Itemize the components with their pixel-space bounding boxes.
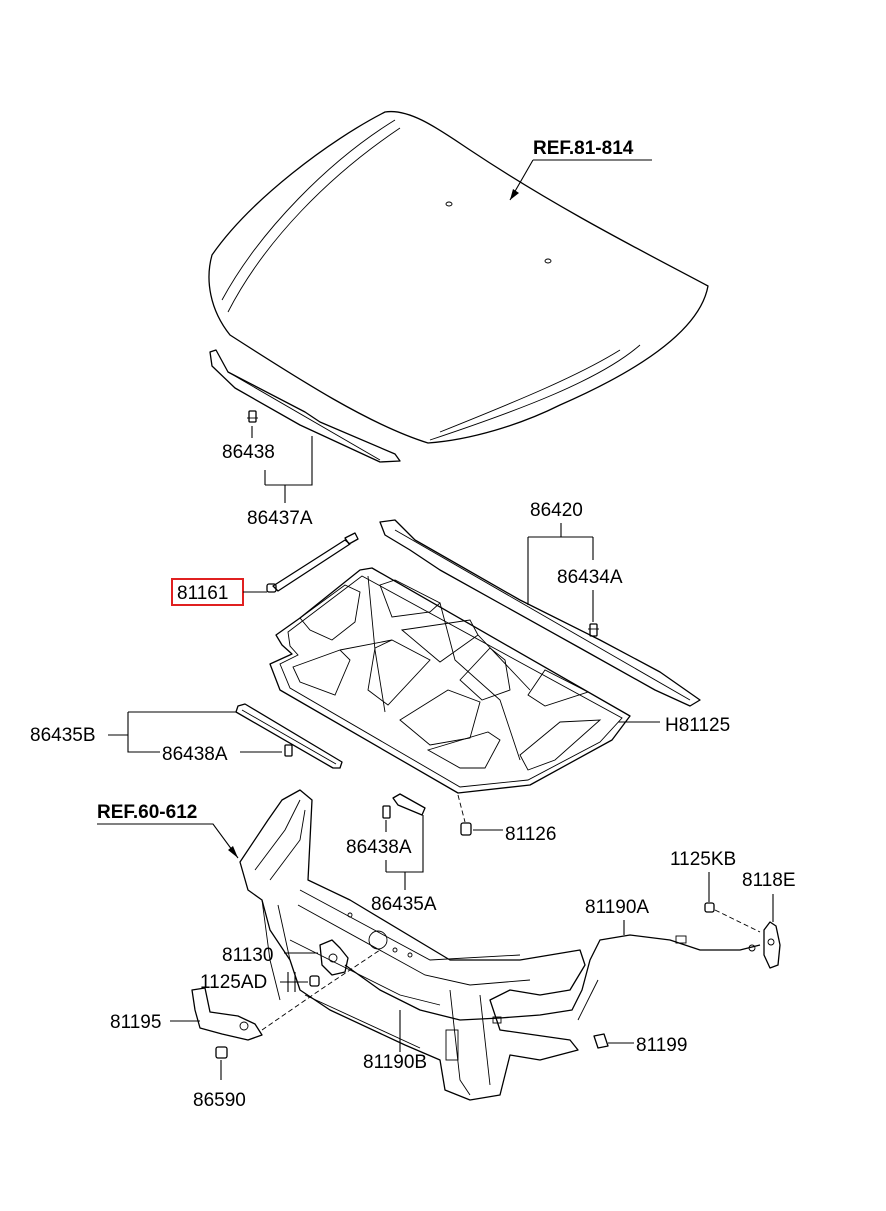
ref-label-hood[interactable]: REF.81-814: [533, 138, 634, 159]
seal-strip-86435B[interactable]: [235, 703, 343, 769]
part-label-81199[interactable]: 81199: [636, 1035, 687, 1056]
part-label-1125AD[interactable]: 1125AD: [200, 972, 267, 993]
clip-86438[interactable]: [247, 410, 258, 423]
hood-seal-strip[interactable]: [209, 349, 401, 463]
part-label-81126[interactable]: 81126: [505, 824, 556, 845]
part-label-86434A[interactable]: 86434A: [557, 567, 623, 588]
release-handle-8118E[interactable]: [763, 921, 781, 969]
ref-label-front-end[interactable]: REF.60-612: [97, 802, 197, 823]
part-label-86590[interactable]: 86590: [193, 1090, 246, 1111]
clip-86434A[interactable]: [588, 623, 599, 637]
clip-86438A-center[interactable]: [382, 805, 391, 819]
part-label-86438A-left[interactable]: 86438A: [162, 744, 228, 765]
part-label-81130[interactable]: 81130: [222, 945, 273, 966]
part-label-86435A[interactable]: 86435A: [371, 894, 437, 915]
part-label-86435B[interactable]: 86435B: [30, 725, 96, 746]
clip-81126[interactable]: [460, 822, 472, 836]
part-label-86438A-center[interactable]: 86438A: [346, 837, 412, 858]
hood-stay-rod[interactable]: [266, 532, 359, 593]
release-lever-bracket[interactable]: [191, 987, 263, 1041]
hood-panel[interactable]: [208, 110, 709, 444]
front-seal-strip[interactable]: [379, 519, 701, 707]
part-label-1125KB[interactable]: 1125KB: [670, 849, 736, 870]
part-label-86437A[interactable]: 86437A: [247, 508, 313, 529]
bolt-86590[interactable]: [215, 1046, 228, 1059]
part-label-86438[interactable]: 86438: [222, 442, 275, 463]
bolt-1125AD[interactable]: [309, 975, 320, 987]
part-label-81190B[interactable]: 81190B: [363, 1052, 427, 1073]
part-label-81195[interactable]: 81195: [110, 1012, 161, 1033]
part-label-H81125[interactable]: H81125: [665, 715, 730, 736]
hood-release-cable[interactable]: [344, 934, 761, 1024]
hood-latch[interactable]: [319, 939, 349, 976]
part-label-81190A[interactable]: 81190A: [585, 897, 649, 918]
bolt-1125KB[interactable]: [704, 902, 715, 913]
clip-81199[interactable]: [593, 1033, 609, 1049]
hood-insulator-pad[interactable]: [269, 567, 631, 794]
part-label-8118E[interactable]: 8118E: [742, 870, 796, 891]
clip-86438A-left[interactable]: [284, 744, 293, 757]
bracket-86435A[interactable]: [392, 793, 426, 816]
part-label-86420[interactable]: 86420: [530, 500, 583, 521]
front-end-carrier[interactable]: [239, 789, 586, 1101]
part-label-81161[interactable]: 81161: [177, 583, 228, 604]
